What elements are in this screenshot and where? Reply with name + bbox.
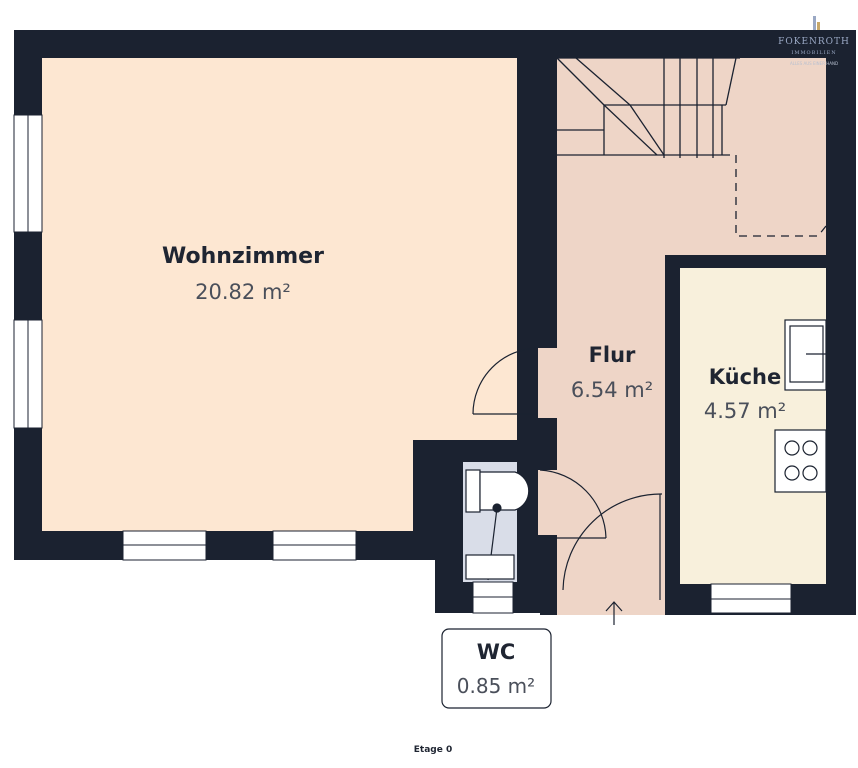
logo-mark <box>817 22 820 30</box>
floor-label: Etage 0 <box>414 745 452 755</box>
stair-tread <box>575 57 631 106</box>
toilet-tank <box>465 469 481 513</box>
room-area-kueche: 4.57 m² <box>704 399 786 423</box>
stair-tread <box>725 57 737 106</box>
company-logo: FOKENROTH IMMOBILIEN ALLES AUS EINER HAN… <box>778 16 850 66</box>
staircase <box>556 57 827 237</box>
stove-burner <box>802 465 818 481</box>
door-wohnzimmer-swing <box>472 347 539 415</box>
room-name-wc: WC <box>477 640 516 664</box>
kueche-floor <box>680 268 826 584</box>
room-area-wc: 0.85 m² <box>457 674 535 698</box>
room-name-wohnzimmer: Wohnzimmer <box>162 244 324 269</box>
wc-fixtures <box>465 469 530 581</box>
toilet-bowl <box>479 471 530 511</box>
logo-mark <box>813 16 816 30</box>
room-floors <box>42 58 826 615</box>
kitchen-sink <box>784 319 827 391</box>
room-labels: Wohnzimmer 20.82 m² Flur 6.54 m² Küche 4… <box>162 244 786 423</box>
room-area-wohnzimmer: 20.82 m² <box>195 280 291 304</box>
stove-burner <box>784 440 800 456</box>
stove-burner <box>784 465 800 481</box>
door-kueche-swing <box>562 493 663 591</box>
room-area-flur: 6.54 m² <box>571 378 653 402</box>
flur-door-strip <box>538 348 557 418</box>
logo-name: FOKENROTH <box>778 37 850 47</box>
logo-tagline: ALLES AUS EINER HAND <box>790 61 838 66</box>
windows <box>13 114 792 614</box>
stair-tread <box>629 104 665 156</box>
logo-subtitle: IMMOBILIEN <box>791 50 836 56</box>
room-name-kueche: Küche <box>709 365 782 389</box>
stair-tread <box>556 57 605 106</box>
kitchen-fixtures <box>774 319 827 493</box>
flur-wc-strip <box>538 470 557 535</box>
room-name-flur: Flur <box>589 343 636 367</box>
door-wc-swing <box>539 469 607 539</box>
wc-callout-box <box>441 628 552 709</box>
stove-burner <box>802 440 818 456</box>
kitchen-stove <box>774 429 827 493</box>
entrance-arrow-head <box>605 601 623 612</box>
stair-tread <box>603 104 658 156</box>
flur-floor-upper <box>557 58 826 255</box>
doors <box>472 347 663 625</box>
wc-sink <box>465 554 515 580</box>
wc-callout: WC 0.85 m² <box>441 628 552 709</box>
